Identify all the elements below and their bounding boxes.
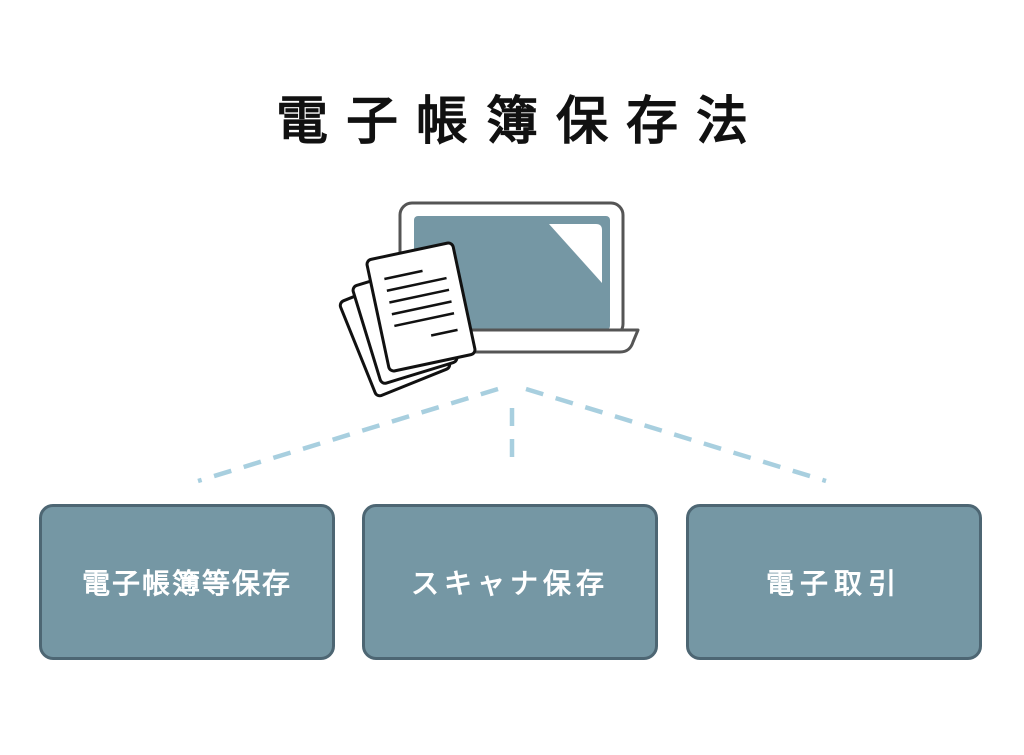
connector-left: [197, 386, 499, 484]
connector-right: [525, 386, 827, 484]
category-box-electronic-transactions[interactable]: 電子取引: [686, 504, 982, 660]
connector-lines: [197, 386, 827, 484]
category-label: 電子取引: [765, 567, 902, 600]
documents-icon: [338, 241, 477, 398]
category-label: スキャナ保存: [410, 567, 609, 600]
category-box-scanner-storage[interactable]: スキャナ保存: [362, 504, 658, 660]
category-box-electronic-books[interactable]: 電子帳簿等保存: [39, 504, 335, 660]
category-label: 電子帳簿等保存: [81, 567, 292, 600]
page-title: 電子帳簿保存法: [275, 92, 766, 152]
